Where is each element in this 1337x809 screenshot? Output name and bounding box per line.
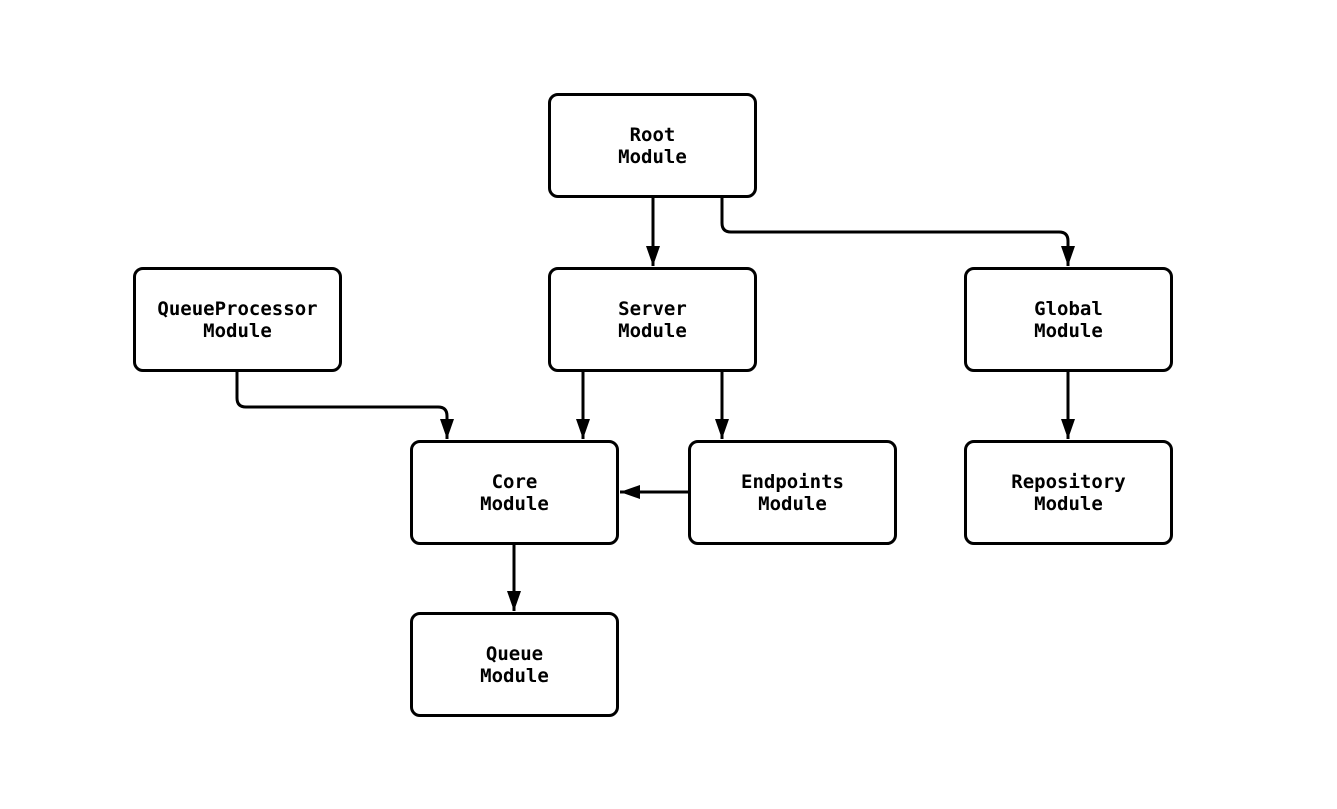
node-queueprocessor-module-label: QueueProcessor Module (157, 297, 318, 342)
node-repository-module: Repository Module (964, 440, 1173, 545)
node-repository-module-label: Repository Module (1011, 470, 1126, 515)
node-global-module: Global Module (964, 267, 1173, 372)
node-queue-module-label: Queue Module (480, 642, 549, 687)
edge-queueprocessor-core (235, 372, 454, 439)
node-queueprocessor-module: QueueProcessor Module (133, 267, 342, 372)
node-global-module-label: Global Module (1034, 297, 1103, 342)
node-server-module-label: Server Module (618, 297, 687, 342)
node-endpoints-module-label: Endpoints Module (741, 470, 844, 515)
node-server-module: Server Module (548, 267, 757, 372)
node-core-module: Core Module (410, 440, 619, 545)
node-core-module-label: Core Module (480, 470, 549, 515)
node-root-module: Root Module (548, 93, 757, 198)
node-endpoints-module: Endpoints Module (688, 440, 897, 545)
node-queue-module: Queue Module (410, 612, 619, 717)
edge-root-global (720, 198, 1075, 266)
node-root-module-label: Root Module (618, 123, 687, 168)
